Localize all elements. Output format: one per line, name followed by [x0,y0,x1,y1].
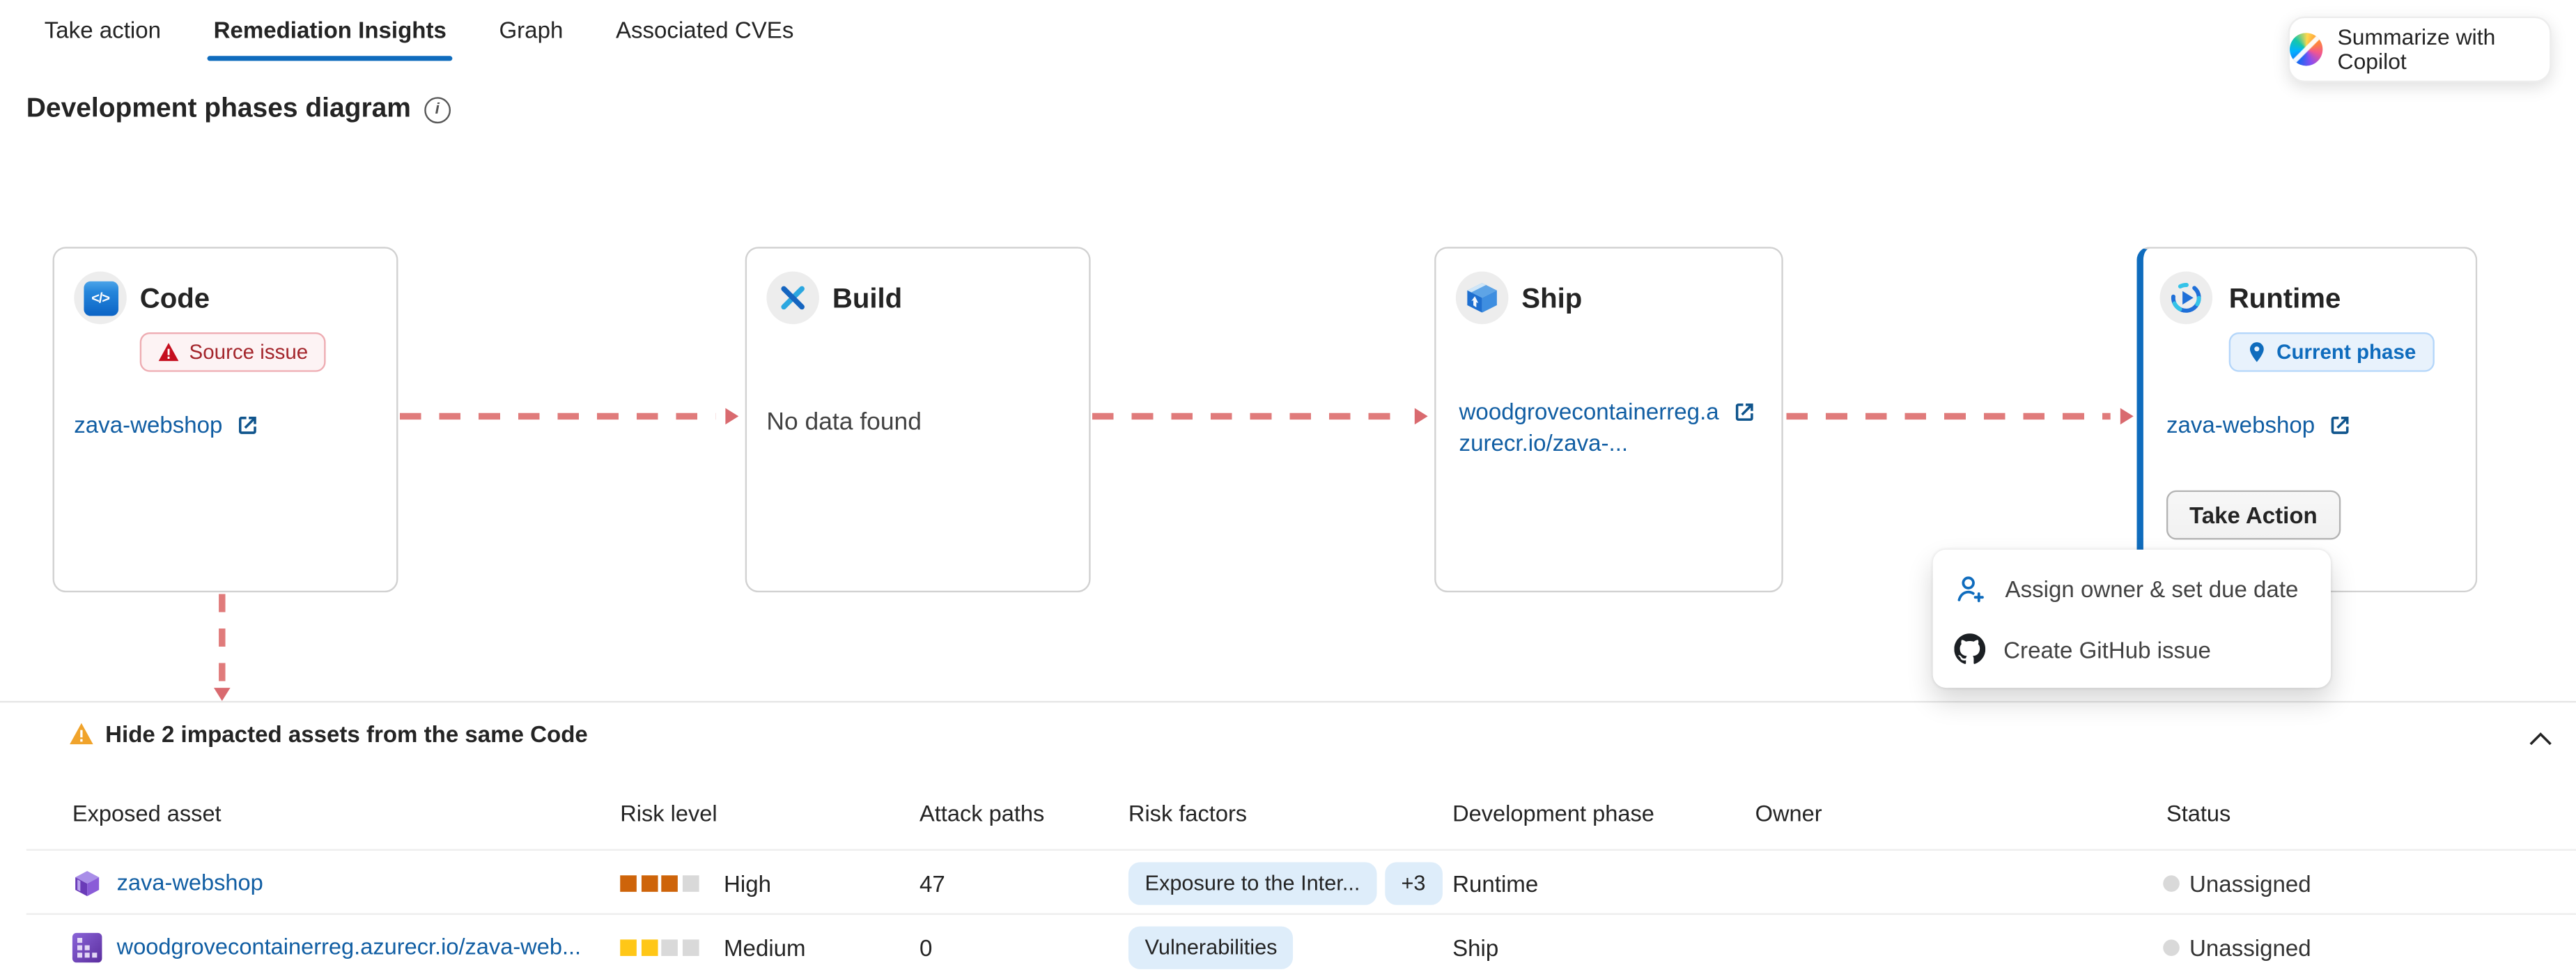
section-header: Development phases diagram i [26,94,451,125]
asset-cell: woodgrovecontainerreg.azurecr.io/zava-we… [72,932,581,962]
table-row: zava-webshop High 47 Exposure to the Int… [0,851,2576,915]
column-header-development-phase: Development phase [1452,801,1654,826]
arrow-code-to-assets [219,594,226,688]
code-asset-link[interactable]: zava-webshop [74,411,223,438]
menu-item-create-github-issue[interactable]: Create GitHub issue [1933,619,2331,679]
risk-factor-more-pill[interactable]: +3 [1384,861,1443,904]
status-cell: Unassigned [2163,870,2311,896]
risk-level-cell: High [620,870,771,896]
risk-factor-pill: Exposure to the Inter... [1128,861,1377,904]
container-registry-icon [72,932,102,962]
risk-factor-pill: Vulnerabilities [1128,925,1294,969]
table-divider [26,849,2576,851]
ship-package-icon [1455,271,1509,325]
development-phase-cell: Ship [1452,934,1499,960]
info-icon[interactable]: i [424,96,451,123]
column-header-status: Status [2166,801,2231,826]
github-icon [1954,633,1986,664]
column-header-exposed-asset: Exposed asset [72,801,222,826]
phase-title-runtime: Runtime [2228,283,2341,315]
build-no-data-text: No data found [766,408,922,436]
take-action-menu: Assign owner & set due date Create GitHu… [1932,549,2331,688]
risk-level-label: High [724,869,772,896]
code-asset-link-row: zava-webshop [74,411,261,438]
copilot-icon [2290,33,2323,66]
arrowhead [2120,408,2134,425]
column-header-risk-level: Risk level [620,801,717,826]
phase-card-ship: Ship woodgrovecontainerreg.azurecr.io/za… [1434,247,1783,593]
arrow-code-to-build [399,413,716,420]
column-header-risk-factors: Risk factors [1128,801,1248,826]
arrowhead-down [213,688,231,701]
table-divider [26,913,2576,915]
tab-bar: Take action Remediation Insights Graph A… [41,10,797,61]
status-label: Unassigned [2189,869,2311,896]
table-row: woodgrovecontainerreg.azurecr.io/zava-we… [0,915,2576,979]
section-divider [0,700,2576,703]
ship-asset-link-row: woodgrovecontainerreg.azurecr.io/zava-..… [1459,396,1757,458]
status-dot [2163,874,2180,891]
take-action-button[interactable]: Take Action [2166,490,2341,540]
status-cell: Unassigned [2163,934,2311,960]
page-title: Development phases diagram [26,93,411,124]
warning-icon [158,343,179,362]
source-issue-badge: Source issue [139,332,327,372]
external-link-icon[interactable] [235,413,260,437]
risk-meter [620,934,702,960]
external-link-icon[interactable] [2328,413,2352,437]
impacted-assets-title: Hide 2 impacted assets from the same Cod… [105,720,588,748]
phase-card-build: Build No data found [745,247,1091,593]
risk-level-label: Medium [724,934,806,960]
build-tools-icon [766,271,819,325]
risk-factors-cell: Exposure to the Inter... +3 [1128,861,1443,904]
container-app-icon [75,870,100,895]
risk-factors-cell: Vulnerabilities [1128,925,1294,969]
phase-card-runtime: Runtime Current phase zava-webshop Take … [2136,247,2478,593]
runtime-asset-link-row: zava-webshop [2166,411,2353,438]
location-pin-icon [2249,342,2264,362]
impacted-assets-toggle[interactable]: Hide 2 impacted assets from the same Cod… [69,720,588,747]
chevron-up-icon[interactable] [2528,725,2552,755]
warning-icon [70,723,93,745]
arrow-ship-to-runtime [1786,413,2111,420]
attack-paths-cell: 47 [920,869,945,896]
phase-title-ship: Ship [1521,283,1583,315]
summarize-with-copilot-button[interactable]: Summarize with Copilot [2288,16,2552,83]
column-header-owner: Owner [1755,801,1822,826]
tab-remediation-insights[interactable]: Remediation Insights [207,10,453,61]
asset-link[interactable]: woodgrovecontainerreg.azurecr.io/zava-we… [116,934,582,959]
menu-item-assign-owner[interactable]: Assign owner & set due date [1933,558,2331,619]
tab-graph[interactable]: Graph [499,16,564,43]
risk-meter [620,870,702,896]
column-header-attack-paths: Attack paths [920,801,1045,826]
ship-asset-link[interactable]: woodgrovecontainerreg.azurecr.io/zava-..… [1459,398,1719,456]
development-phase-cell: Runtime [1452,869,1539,896]
status-dot [2163,939,2180,955]
asset-link[interactable]: zava-webshop [116,870,263,895]
runtime-asset-link[interactable]: zava-webshop [2166,411,2315,438]
phase-title-code: Code [139,283,210,315]
current-phase-badge: Current phase [2228,332,2435,372]
menu-item-label: Assign owner & set due date [2005,575,2299,602]
risk-level-cell: Medium [620,934,806,960]
phase-card-code: </> Code Source issue zava-webshop [52,247,398,593]
runtime-icon [2159,271,2213,325]
phase-title-build: Build [832,283,903,315]
menu-item-label: Create GitHub issue [2003,635,2211,663]
asset-cell: zava-webshop [72,868,263,898]
copilot-button-label: Summarize with Copilot [2337,24,2496,75]
source-issue-label: Source issue [189,340,309,364]
arrowhead [725,408,739,425]
current-phase-label: Current phase [2276,340,2416,364]
code-icon: </> [74,271,127,325]
tab-take-action[interactable]: Take action [44,16,162,43]
status-label: Unassigned [2189,934,2311,960]
arrowhead [1414,408,1428,425]
tab-associated-cves[interactable]: Associated CVEs [615,16,794,43]
attack-paths-cell: 0 [920,934,933,960]
person-add-icon [1957,576,1984,602]
external-link-icon[interactable] [1732,400,1757,424]
arrow-build-to-ship [1092,413,1405,420]
